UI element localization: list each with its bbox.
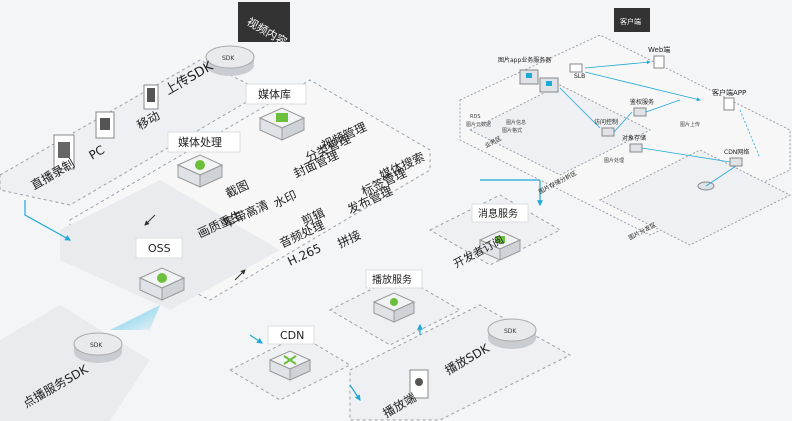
side-label-upload: 图片上传 (680, 121, 700, 128)
message-icon (495, 236, 505, 243)
cdn-network-label: CDN网络 (724, 148, 749, 156)
media-library-tag (245, 83, 307, 105)
media-library-label: 媒体库 (258, 87, 291, 101)
player-device-icon (409, 369, 429, 399)
access-control-icon (601, 127, 615, 137)
app-server-label: 图片app业务服务器 (498, 56, 551, 64)
side-label-format: 图片格式 (502, 127, 522, 134)
side-label-info: 图片信息 (506, 119, 526, 126)
cdn-box (268, 350, 312, 381)
glow-arrow (110, 305, 160, 330)
pc-device-icon (95, 111, 115, 139)
client-app-icon (723, 97, 735, 111)
library-icon (276, 113, 288, 122)
arrow-down (144, 214, 156, 226)
media-processing-label: 媒体处理 (178, 135, 222, 149)
client-tag-text: 客户端 (620, 17, 641, 26)
cdn-network-icon (729, 157, 743, 167)
message-service-label: 消息服务 (478, 207, 518, 220)
play-sdk-disc-label: SDK (504, 328, 517, 335)
auth-service-label: 鉴权服务 (630, 98, 654, 106)
play-service-box (372, 292, 416, 323)
play-service-icon (390, 298, 398, 306)
side-label-processing: 图片处理 (604, 157, 624, 164)
media-processing-box (176, 154, 224, 188)
oss-tag (135, 237, 183, 259)
cdn-label: CDN (280, 329, 304, 342)
client-app-label: 客户端APP (712, 88, 746, 97)
oss-label: OSS (148, 242, 171, 255)
recorder-device-icon (53, 134, 75, 170)
message-service-box (478, 230, 522, 261)
feature-concat: 拼接 (335, 227, 363, 251)
play-service-tag (365, 269, 423, 289)
cdn-tag (267, 325, 315, 345)
right-diagram: 客户端 Web端 图片app业务服务器 SLB 客户端APP 鉴权服务 访问控制… (459, 8, 792, 246)
play-service-label: 播放服务 (372, 273, 412, 286)
client-tag (614, 8, 650, 32)
oss-box (138, 267, 186, 301)
play-sdk-disc: SDK (487, 318, 537, 349)
upload-sdk-disc: SDK (205, 45, 255, 76)
storage-zone-plate (468, 84, 652, 176)
distribution-zone-plate (598, 149, 792, 246)
cdn-icon (283, 355, 297, 365)
media-processing-tag (167, 131, 241, 153)
web-label: Web端 (648, 45, 670, 54)
object-storage-label: 对象存储 (622, 134, 646, 142)
object-storage-icon (629, 143, 643, 153)
sdk-label: SDK (222, 55, 235, 62)
auth-service-icon (633, 107, 647, 117)
slb-icon (569, 63, 583, 73)
slb-label: SLB (574, 73, 585, 80)
video-content-tag: 视频内容 (238, 2, 290, 49)
oss-icon (157, 273, 167, 283)
vod-sdk-platform (0, 305, 150, 421)
web-icon (653, 55, 665, 69)
side-label-metadata: 图片元数据 (466, 121, 491, 128)
side-label-rds: RDS (470, 114, 481, 120)
mobile-device-icon (143, 84, 159, 110)
vod-sdk-disc: SDK (73, 332, 123, 363)
vod-sdk-disc-label: SDK (90, 342, 103, 349)
processing-icon (195, 160, 205, 170)
arrow-up (234, 269, 246, 281)
access-control-label: 访问控制 (594, 118, 618, 126)
pc-label: PC (87, 143, 108, 163)
message-service-tag (471, 203, 529, 223)
right-flow-lines (559, 60, 761, 187)
media-library-box (258, 107, 306, 141)
